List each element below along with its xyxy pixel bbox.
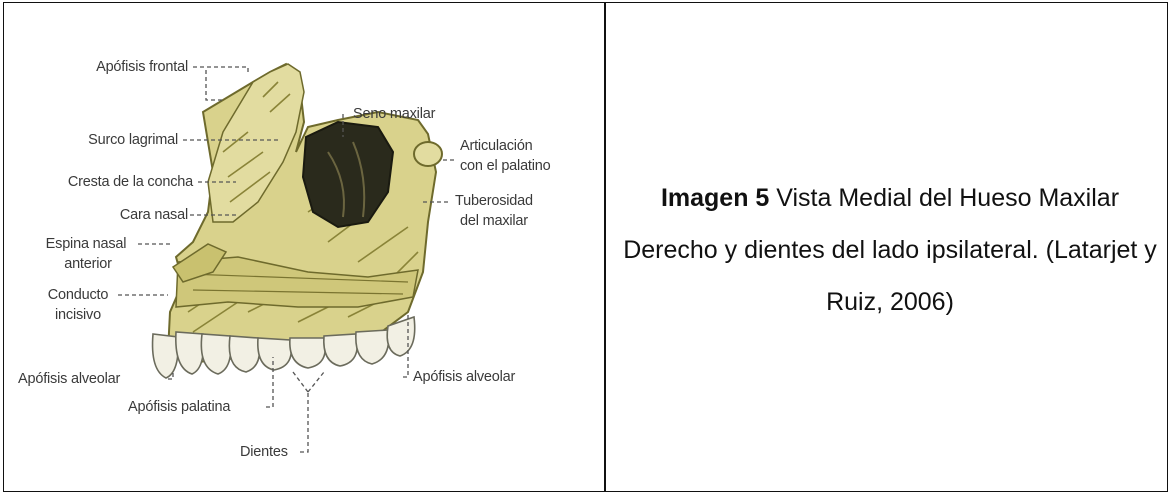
tooth [290,338,325,368]
label-seno-maxilar: Seno maxilar [353,106,435,122]
label-tuberosidad: Tuberosidad [455,193,533,209]
tooth [258,338,291,370]
label-tuberosidad-maxilar: del maxilar [460,213,528,229]
label-dientes: Dientes [240,444,288,460]
label-apofisis-palatina: Apófisis palatina [128,399,230,415]
tooth [324,334,357,366]
label-espina-nasal-anterior: anterior [48,256,128,272]
column-divider [604,2,606,492]
tooth [229,336,259,372]
label-apofisis-frontal: Apófisis frontal [68,59,188,75]
caption-bold: Imagen 5 [661,184,769,212]
tooth [356,330,389,364]
label-articulacion: Articulación [460,138,533,154]
label-espina-nasal: Espina nasal [36,236,136,252]
tooth [201,334,230,374]
label-apofisis-alveolar-left: Apófisis alveolar [18,371,120,387]
figure-caption: Imagen 5 Vista Medial del Hueso Maxilar … [620,172,1160,328]
label-cara-nasal: Cara nasal [88,207,188,223]
label-conducto-incisivo: incisivo [38,307,118,323]
label-articulacion-palatino: con el palatino [460,158,551,174]
label-surco-lagrimal: Surco lagrimal [58,132,178,148]
tooth [176,332,204,374]
label-cresta-concha: Cresta de la concha [18,174,193,190]
tooth [153,334,179,378]
palatine-articulation [414,142,442,166]
label-apofisis-alveolar-right: Apófisis alveolar [413,369,515,385]
maxilla-figure: Apófisis frontal Surco lagrimal Cresta d… [8,12,598,482]
label-conducto: Conducto [38,287,118,303]
